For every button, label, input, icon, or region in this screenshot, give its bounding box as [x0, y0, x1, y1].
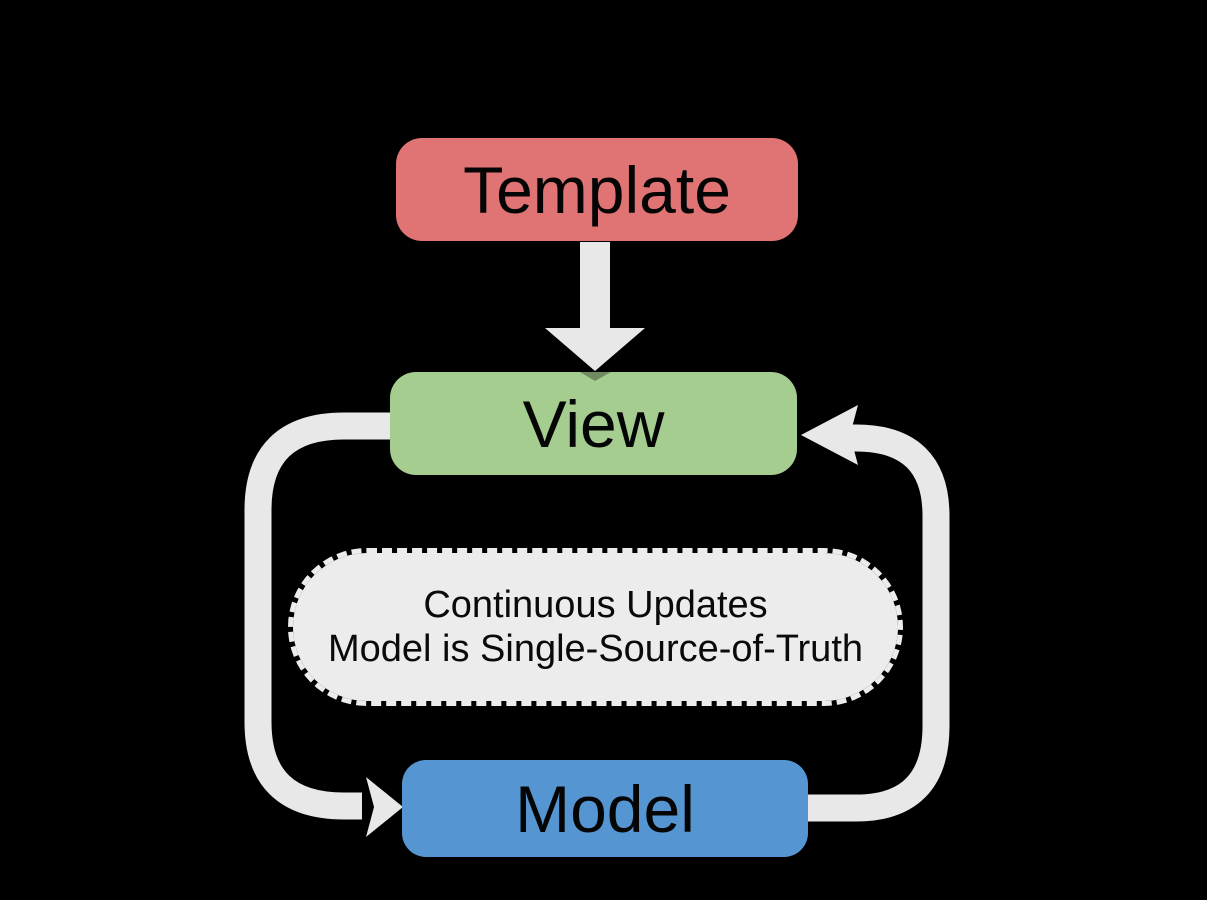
model-node: Model: [402, 760, 808, 857]
arrow-model-to-view-head: [801, 405, 858, 465]
view-label: View: [522, 386, 665, 461]
template-node: Template: [396, 138, 798, 241]
note-line-1: Continuous Updates: [423, 584, 768, 626]
view-node: View: [390, 372, 797, 475]
note-line-2: Model is Single-Source-of-Truth: [327, 628, 864, 670]
model-label: Model: [515, 771, 695, 846]
arrow-template-to-view: [545, 242, 645, 371]
arrow-view-to-model-head: [366, 777, 403, 837]
note-box: Continuous Updates Model is Single-Sourc…: [288, 548, 903, 706]
template-label: Template: [463, 152, 731, 227]
